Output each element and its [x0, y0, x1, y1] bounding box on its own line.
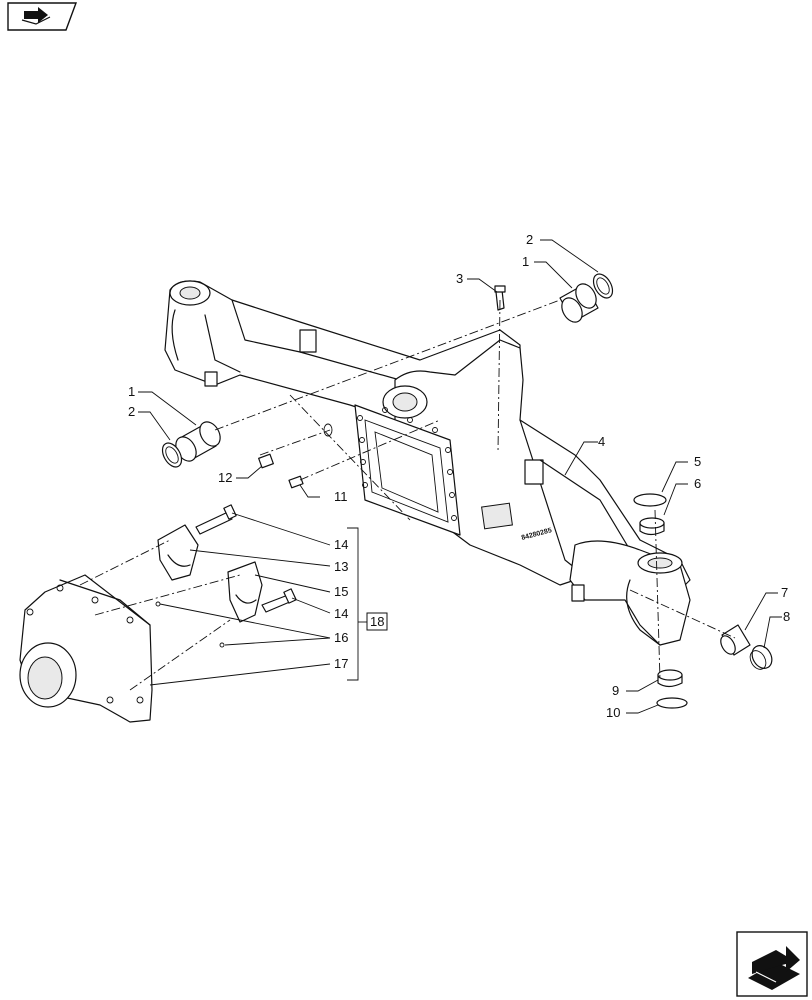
callout-16: 16 — [334, 630, 348, 645]
callout-5: 5 — [694, 454, 701, 469]
callout-1-right: 1 — [522, 254, 529, 269]
callout-6: 6 — [694, 476, 701, 491]
callout-9: 9 — [612, 683, 619, 698]
bolt-lower — [261, 588, 297, 613]
callout-14-lower: 14 — [334, 606, 348, 621]
seal-ring-left — [161, 442, 183, 468]
callout-13: 13 — [334, 559, 348, 574]
book-arrow-icon[interactable] — [7, 2, 78, 31]
callout-11: 11 — [334, 489, 348, 504]
plug — [258, 453, 274, 469]
callout-10: 10 — [606, 705, 620, 720]
callout-14-upper: 14 — [334, 537, 348, 552]
washer-top — [633, 493, 667, 507]
callout-4: 4 — [598, 434, 605, 449]
callout-1-left: 1 — [128, 384, 135, 399]
callout-labels: 1 2 2 1 3 4 5 6 7 8 9 10 11 12 14 13 15 … — [128, 232, 790, 720]
callout-15: 15 — [334, 584, 348, 599]
callout-2-left: 2 — [128, 404, 135, 419]
callout-18-box — [366, 612, 388, 631]
callout-17: 17 — [334, 656, 348, 671]
snap-ring — [323, 423, 333, 437]
seal-knuckle — [749, 645, 773, 670]
bearing-cap-upper — [157, 524, 199, 581]
callout-8: 8 — [783, 609, 790, 624]
leader-lines — [138, 239, 782, 714]
hub-flange — [19, 574, 153, 723]
next-page-arrow-icon[interactable] — [736, 931, 808, 997]
bearing-bottom — [657, 669, 683, 688]
callout-18: 18 — [370, 614, 384, 629]
callout-3: 3 — [456, 271, 463, 286]
assembly-center-lines — [79, 299, 736, 691]
dowel-pin-upper — [155, 601, 161, 607]
bearing-cap-lower — [227, 561, 263, 623]
callout-7: 7 — [781, 585, 788, 600]
seal-ring-right — [592, 273, 614, 299]
dowel-pin-lower — [219, 642, 225, 648]
bushing-right — [559, 283, 599, 323]
bolt-upper — [195, 504, 237, 535]
callout-12: 12 — [218, 470, 232, 485]
callout-2-right: 2 — [526, 232, 533, 247]
axle-housing: 84280285 — [164, 280, 691, 646]
bearing-top — [639, 517, 665, 536]
bushing-knuckle — [720, 624, 751, 656]
pin — [288, 475, 304, 489]
washer-bottom — [656, 697, 688, 709]
